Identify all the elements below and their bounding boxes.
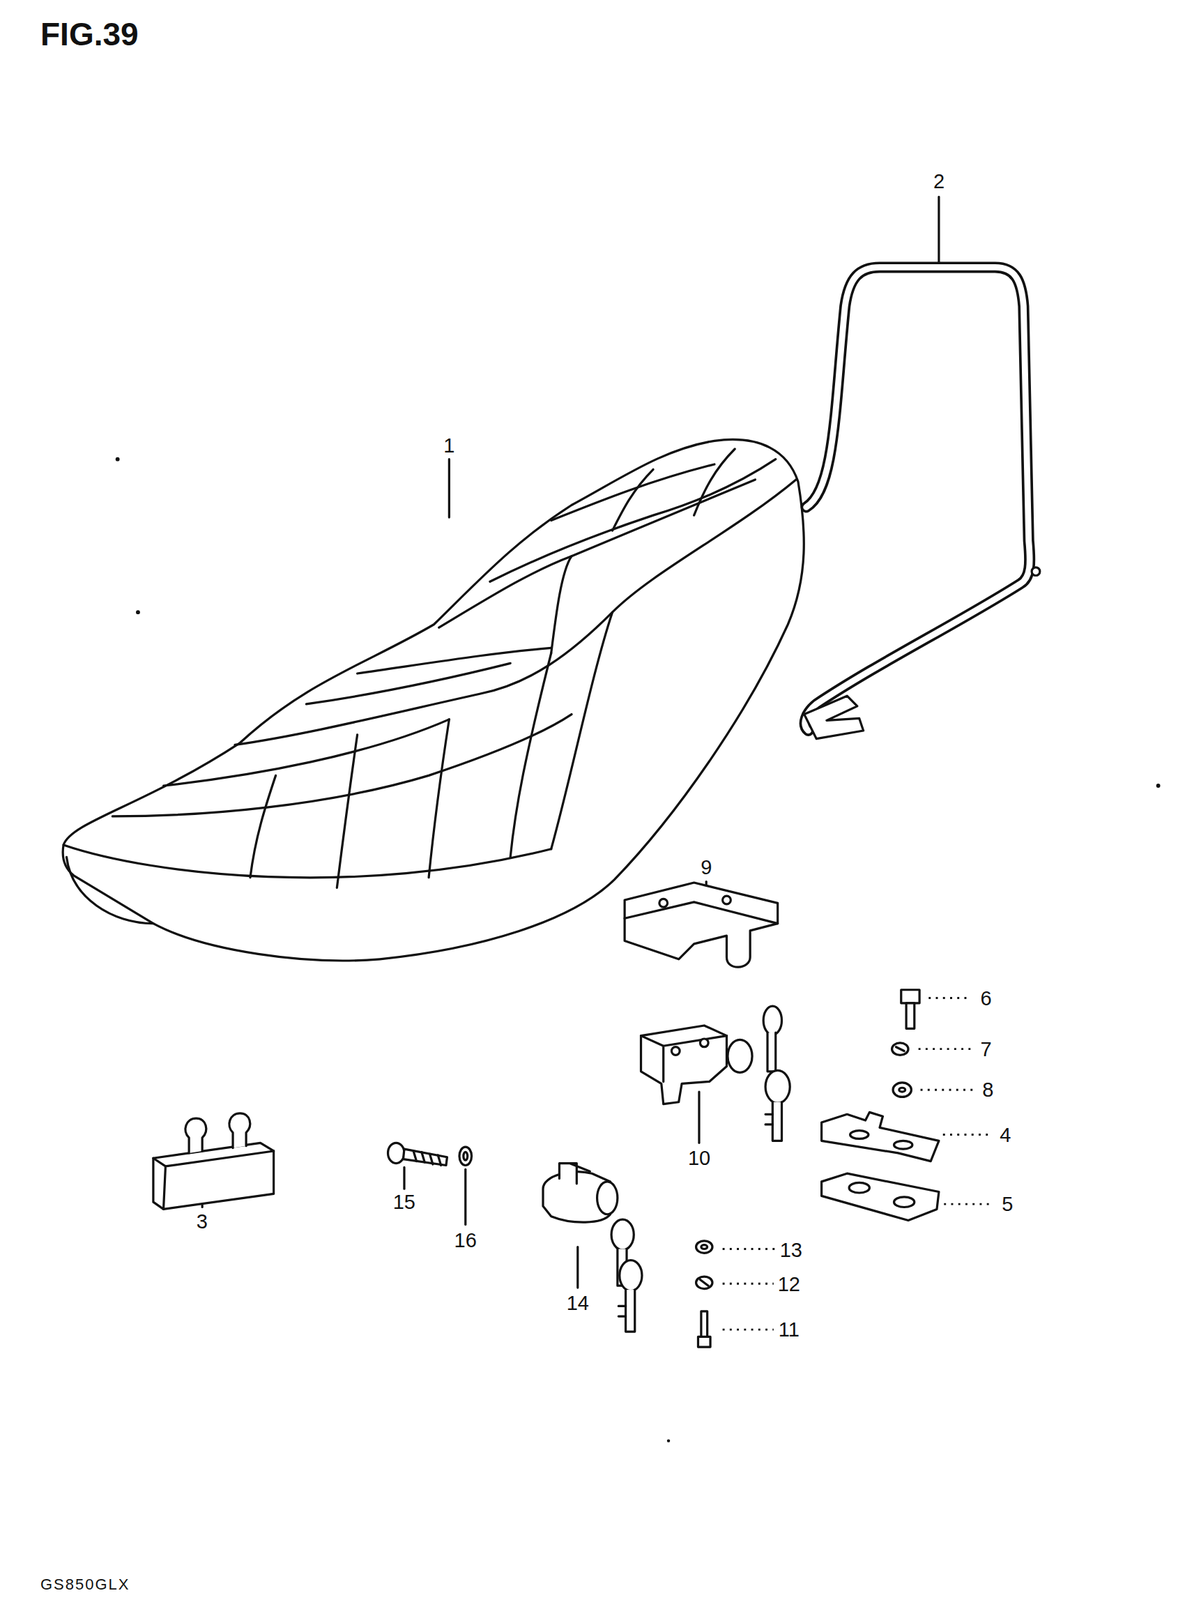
callout-number: 2	[931, 171, 946, 192]
callout-number: 6	[978, 988, 993, 1009]
callout-number: 14	[565, 1293, 591, 1314]
callout-number: 9	[699, 857, 714, 878]
callout-number: 10	[686, 1148, 712, 1169]
figure-title: FIG.39	[39, 18, 141, 51]
callout-number: 5	[1000, 1194, 1015, 1215]
callout-number: 3	[195, 1211, 210, 1232]
callout-number: 4	[998, 1125, 1013, 1146]
callout-number: 8	[980, 1079, 995, 1100]
callout-number: 16	[453, 1230, 479, 1251]
callout-number: 12	[776, 1274, 802, 1295]
callout-number: 11	[777, 1319, 801, 1340]
callout-number: 13	[778, 1240, 804, 1261]
model-code: GS850GLX	[39, 1576, 132, 1593]
callout-number: 7	[978, 1039, 993, 1060]
callout-number: 1	[441, 435, 456, 456]
callout-number: 15	[391, 1191, 417, 1213]
